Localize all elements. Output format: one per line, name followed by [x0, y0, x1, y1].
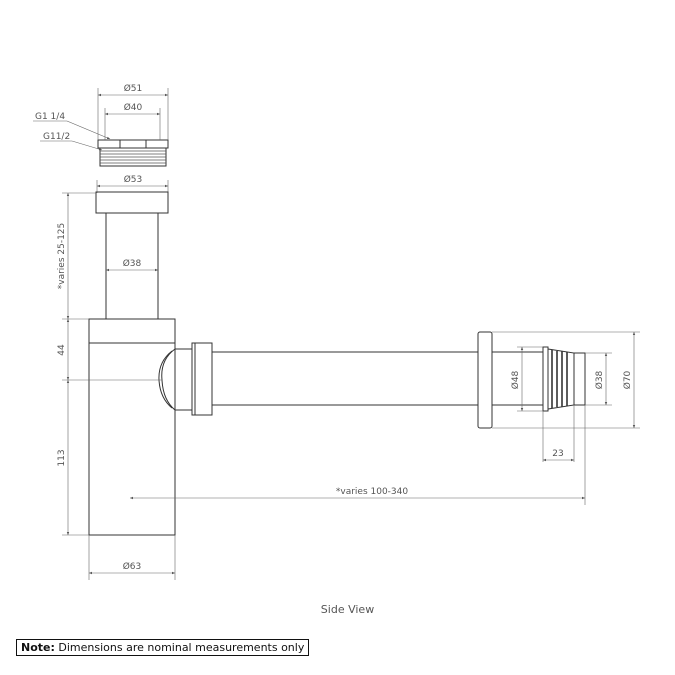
dim-outlet-length: 23 [552, 449, 563, 459]
dim-outlet-flange: Ø70 [622, 370, 633, 389]
dim-nut-inner: Ø40 [124, 102, 143, 113]
thread-top-label: G1 1/4 [35, 112, 65, 122]
dim-body-bottom: 113 [57, 449, 67, 466]
thread-bottom-label: G11/2 [43, 132, 70, 142]
note-box: Note: Dimensions are nominal measurement… [16, 639, 310, 656]
trap-body [88, 191, 586, 536]
dim-outlet-tail: Ø38 [594, 370, 605, 389]
top-nut [97, 139, 169, 167]
note-text: Dimensions are nominal measurements only [58, 641, 305, 654]
note-label: Note: [21, 641, 55, 654]
dim-height-varies: *varies 25-125 [57, 223, 67, 290]
dim-body-top: 44 [57, 344, 67, 356]
view-title: Side View [320, 603, 375, 616]
dim-outlet-ring: Ø48 [510, 370, 521, 389]
dim-body-width: Ø63 [123, 561, 142, 572]
dim-cap: Ø53 [124, 174, 143, 185]
dim-nut-outer: Ø51 [124, 83, 143, 94]
dim-pipe: Ø38 [123, 258, 142, 269]
dim-length-varies: *varies 100-340 [336, 487, 409, 497]
